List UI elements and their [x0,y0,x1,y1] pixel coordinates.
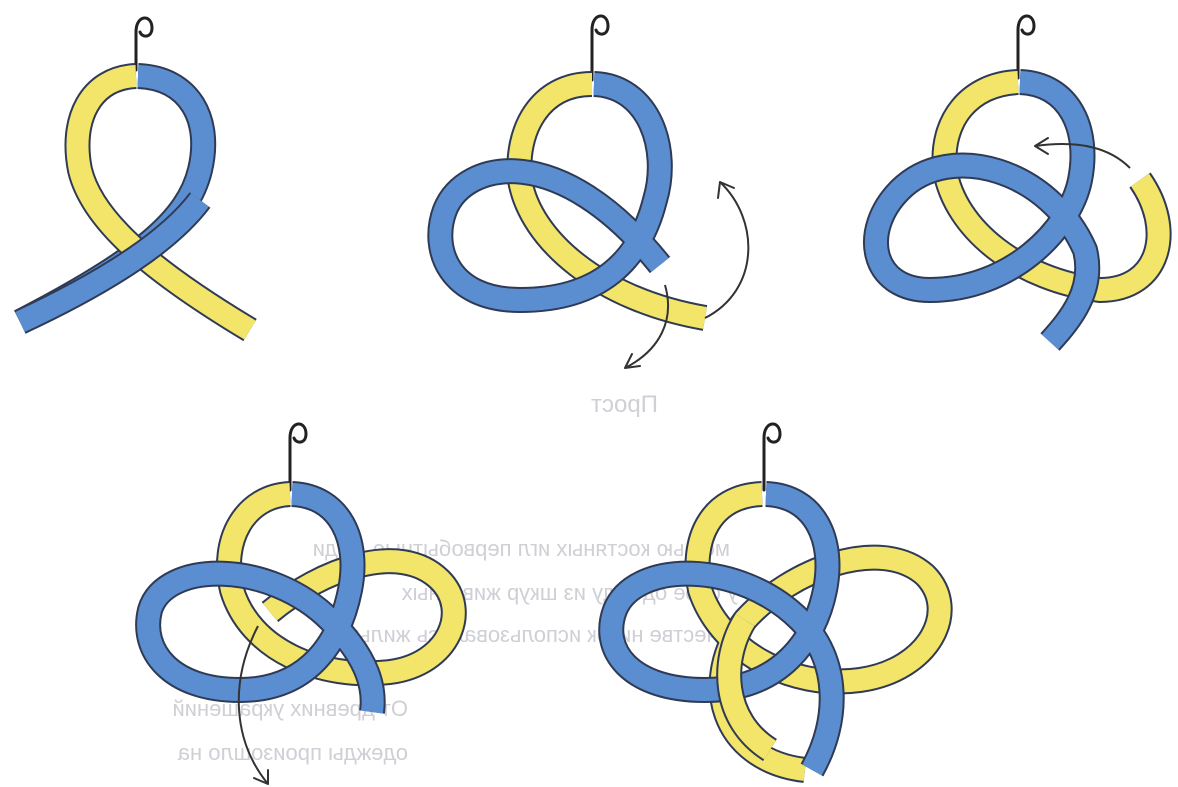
step-1-diagram [20,18,250,330]
hook-icon [764,424,780,490]
showthrough-label: Пpocт [591,391,658,418]
hook-icon [136,18,152,70]
step-3-diagram [876,16,1159,342]
step-3-blue-strand [876,82,1087,342]
hook-icon [290,424,306,490]
hook-icon [1018,16,1034,78]
step-2-arrow-up [705,182,748,318]
hook-icon [592,16,608,80]
showthrough-line-5: одежды произошло на [177,740,408,765]
step-2-diagram [440,16,748,368]
showthrough-line-3: честве ниток использовались жилы. [349,622,718,647]
